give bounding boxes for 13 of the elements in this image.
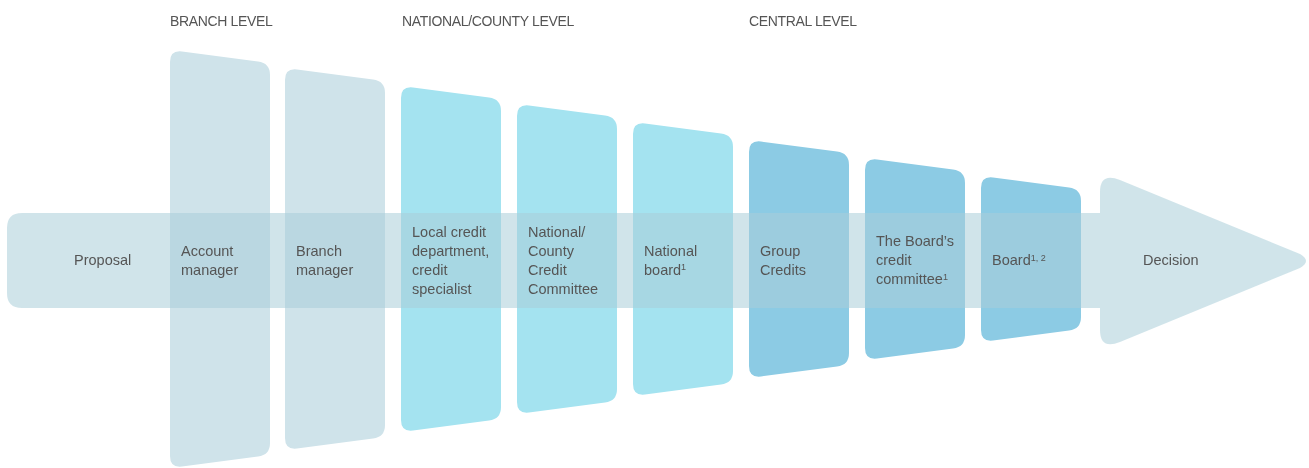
level-heading: NATIONAL/COUNTY LEVEL bbox=[402, 12, 574, 31]
stage-label: Branch manager bbox=[296, 241, 355, 280]
stage-label: Local credit department, credit specialist bbox=[412, 222, 491, 299]
stage-label: National/ County Credit Committee bbox=[528, 222, 600, 299]
stage-label: Group Credits bbox=[760, 241, 807, 280]
level-heading: CENTRAL LEVEL bbox=[749, 12, 857, 31]
stage-label: Decision bbox=[1143, 250, 1199, 270]
stage-label: Account manager bbox=[181, 241, 240, 280]
stage-label: Proposal bbox=[74, 250, 132, 270]
level-heading: BRANCH LEVEL bbox=[170, 12, 273, 31]
stage-label: Board$^{1, 2}$ bbox=[992, 251, 1046, 270]
stage-label: National board$^{1}$ bbox=[644, 241, 699, 280]
stage-label: The Board’s credit committee$^{1}$ bbox=[876, 232, 955, 289]
